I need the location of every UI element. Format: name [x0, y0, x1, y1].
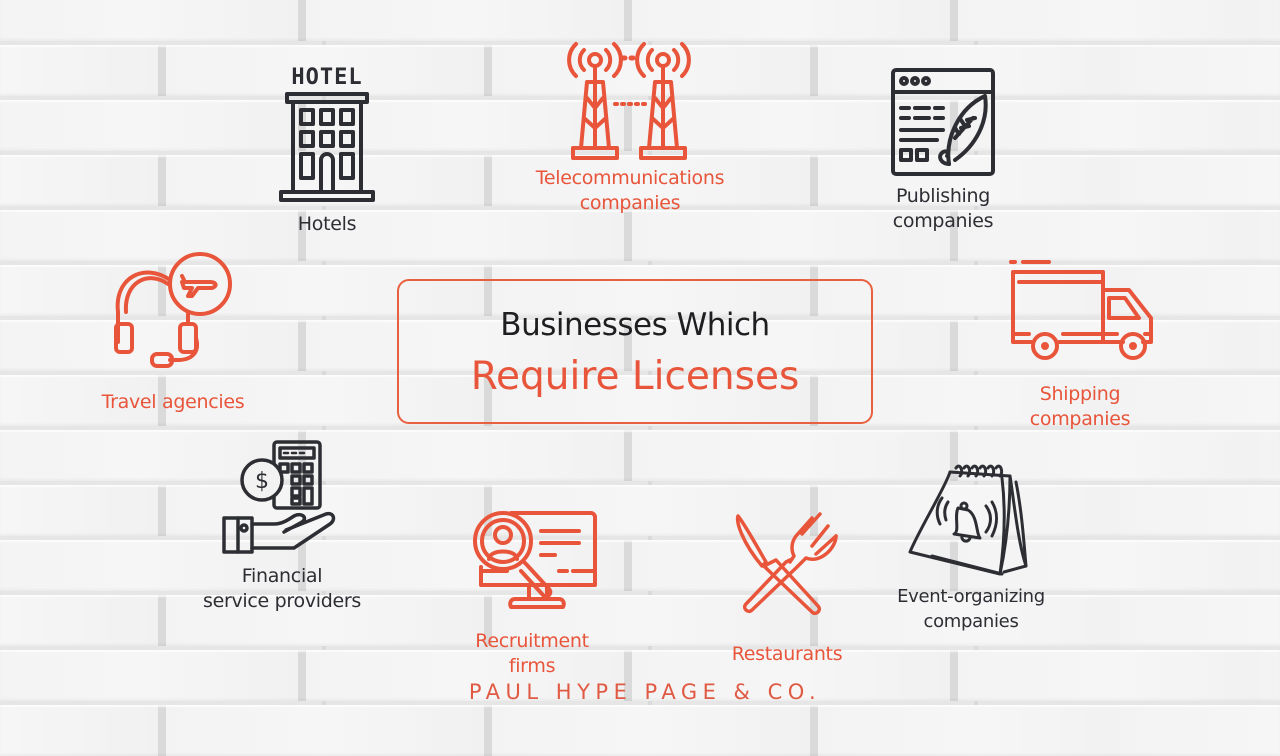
item-label: Restaurants [731, 643, 843, 665]
item-telecommunications: Telecommunications companies [520, 38, 740, 216]
delivery-truck-icon [1009, 260, 1153, 360]
brick-row [0, 650, 1280, 701]
calculator-hand-dollar-icon: $ [222, 440, 336, 554]
item-label-line2: companies [1029, 408, 1131, 430]
monitor-magnifier-person-icon [473, 511, 597, 609]
item-label-line2: companies [579, 192, 681, 214]
desk-calendar-bell-icon [908, 464, 1028, 576]
brick-row [0, 0, 1280, 41]
brick-row [0, 485, 1280, 536]
brand-footer: PAUL HYPE PAGE & CO. [468, 680, 822, 704]
brick-row [0, 100, 1280, 151]
headset-airplane-icon [114, 252, 232, 368]
brick-row [0, 595, 1280, 646]
item-label: Hotels [297, 213, 357, 235]
item-label-line1: Financial [241, 565, 323, 587]
brick-row [0, 210, 1280, 261]
item-label-line2: service providers [202, 590, 362, 612]
brick-row [0, 375, 1280, 426]
item-publishing: Publishing companies [868, 68, 1018, 234]
item-label-line1: Event-organizing [897, 586, 1045, 607]
item-label-line2: companies [923, 611, 1019, 632]
item-label-line2: companies [892, 210, 994, 232]
item-label: Travel agencies [101, 391, 245, 413]
title-line-2: Require Licenses [470, 354, 800, 399]
title-frame: Businesses Which Require Licenses [397, 279, 873, 424]
brick-row [0, 155, 1280, 206]
item-label-line1: Shipping [1039, 383, 1121, 405]
document-quill-icon [891, 68, 995, 176]
svg-text:HOTEL: HOTEL [291, 65, 362, 90]
item-shipping: Shipping companies [1000, 256, 1160, 432]
item-financial-service-providers: $ Financial service providers [184, 440, 380, 614]
item-label-line2: firms [508, 655, 556, 677]
svg-text:$: $ [255, 469, 269, 494]
brick-row [0, 430, 1280, 481]
brick-row [0, 320, 1280, 371]
item-restaurants: Restaurants [712, 512, 862, 667]
item-hotels: HOTEL Hotels [262, 62, 392, 237]
title-line-1: Businesses Which [500, 307, 770, 343]
item-event-organizing: Event-organizing companies [876, 462, 1066, 634]
item-recruitment-firms: Recruitment firms [452, 505, 612, 679]
item-label-line1: Telecommunications [535, 167, 725, 189]
knife-fork-icon [735, 512, 838, 616]
item-label-line1: Recruitment [475, 630, 589, 652]
item-travel-agencies: Travel agencies [78, 252, 268, 415]
brick-row [0, 540, 1280, 591]
hotel-building-icon: HOTEL [279, 65, 375, 202]
brick-row [0, 705, 1280, 756]
item-label-line1: Publishing [895, 185, 991, 207]
radio-towers-icon [567, 42, 691, 160]
